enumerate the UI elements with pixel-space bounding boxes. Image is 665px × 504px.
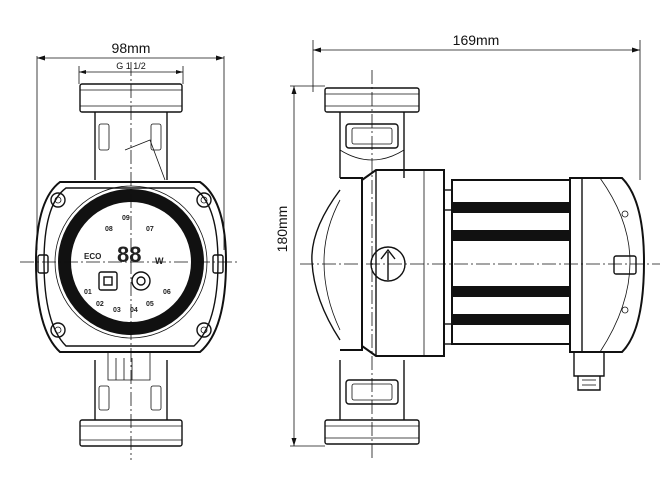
- side-length-label: 169mm: [453, 32, 500, 48]
- panel-label-09: 09: [122, 215, 130, 222]
- square-button-icon[interactable]: [98, 271, 118, 291]
- side-view: 169mm 180mm: [274, 32, 660, 460]
- speed-label-01: 01: [84, 289, 92, 296]
- panel-label-08: 08: [105, 226, 113, 233]
- arrow-up-icon: [380, 248, 396, 280]
- circle-button-icon[interactable]: [131, 271, 151, 291]
- eco-label: ECO: [84, 252, 101, 261]
- speed-label-02: 02: [96, 301, 104, 308]
- height-label: 180mm: [274, 206, 290, 253]
- front-view: 98mm G 1 1/2: [20, 40, 240, 460]
- speed-label-04: 04: [130, 307, 138, 314]
- power-display-unit: W: [155, 256, 164, 266]
- speed-label-03: 03: [113, 307, 121, 314]
- front-width-label: 98mm: [112, 40, 151, 56]
- speed-label-06: 06: [163, 289, 171, 296]
- power-display-digits: 88: [117, 242, 141, 267]
- speed-label-05: 05: [146, 301, 154, 308]
- panel-label-07: 07: [146, 226, 154, 233]
